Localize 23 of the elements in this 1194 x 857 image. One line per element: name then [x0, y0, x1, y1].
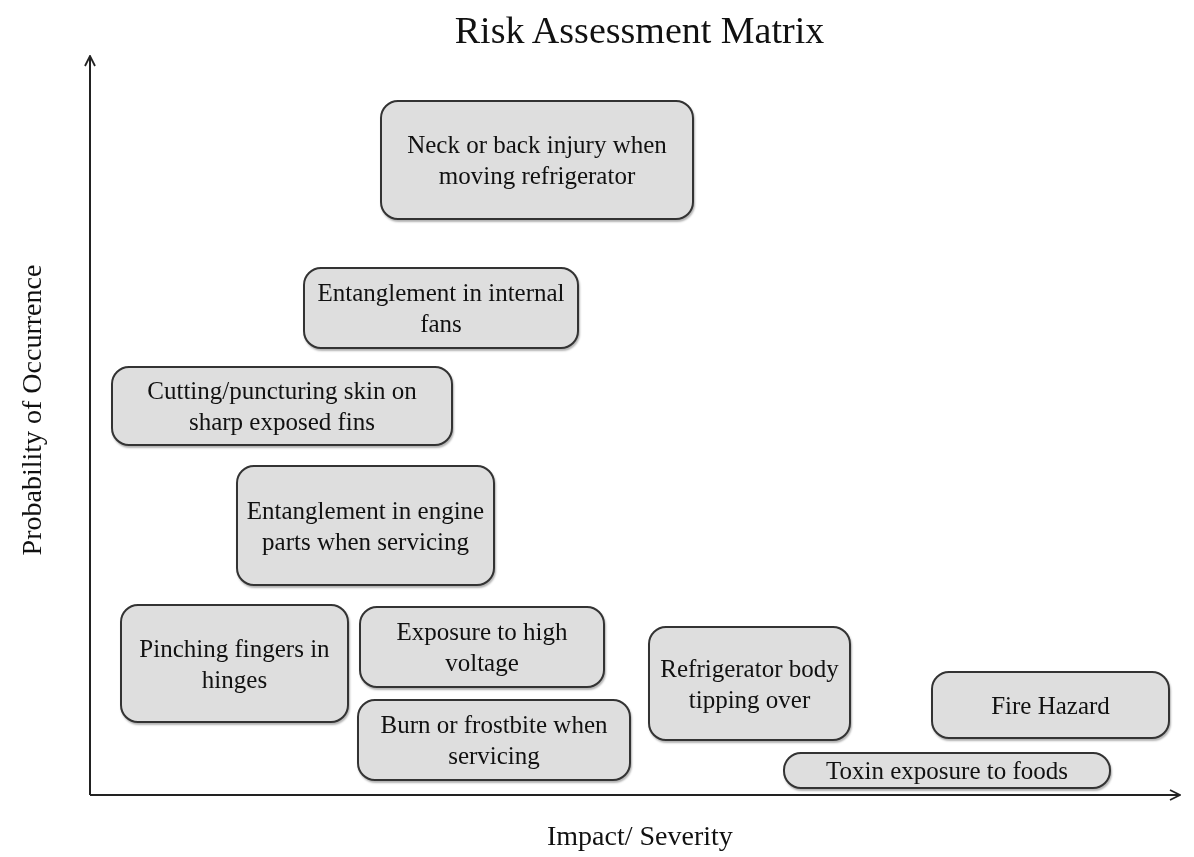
hazard-box	[357, 699, 631, 781]
hazard-box	[111, 366, 453, 446]
hazard-text: Exposure to high voltage	[395, 617, 569, 678]
hazard-box	[783, 752, 1111, 789]
hazard-text: Pinching fingers in hinges	[138, 633, 331, 695]
y-axis-label: Probability of Occurrence	[15, 264, 48, 556]
hazard-box	[359, 606, 605, 688]
hazard-text: Toxin exposure to foods	[825, 756, 1069, 786]
hazard-box	[380, 100, 694, 220]
hazard-text: Burn or frostbite when servicing	[379, 710, 609, 771]
hazard-text: Entanglement in internal fans	[316, 278, 566, 339]
hazard-box	[648, 626, 851, 741]
hazard-text: Entanglement in engine parts when servicing	[245, 495, 486, 557]
hazard-box	[120, 604, 349, 723]
chart-title: Risk Assessment Matrix	[453, 8, 826, 52]
hazard-box	[303, 267, 579, 349]
hazard-text: Neck or back injury when moving refrigerator	[406, 130, 668, 191]
hazard-text: Refrigerator body tipping over	[659, 653, 840, 715]
hazard-box	[236, 465, 495, 586]
hazard-box	[931, 671, 1170, 739]
hazard-text: Cutting/puncturing skin on sharp exposed fins	[146, 376, 418, 437]
hazard-text: Fire Hazard	[990, 690, 1111, 721]
x-axis-label: Impact/ Severity	[547, 820, 733, 852]
